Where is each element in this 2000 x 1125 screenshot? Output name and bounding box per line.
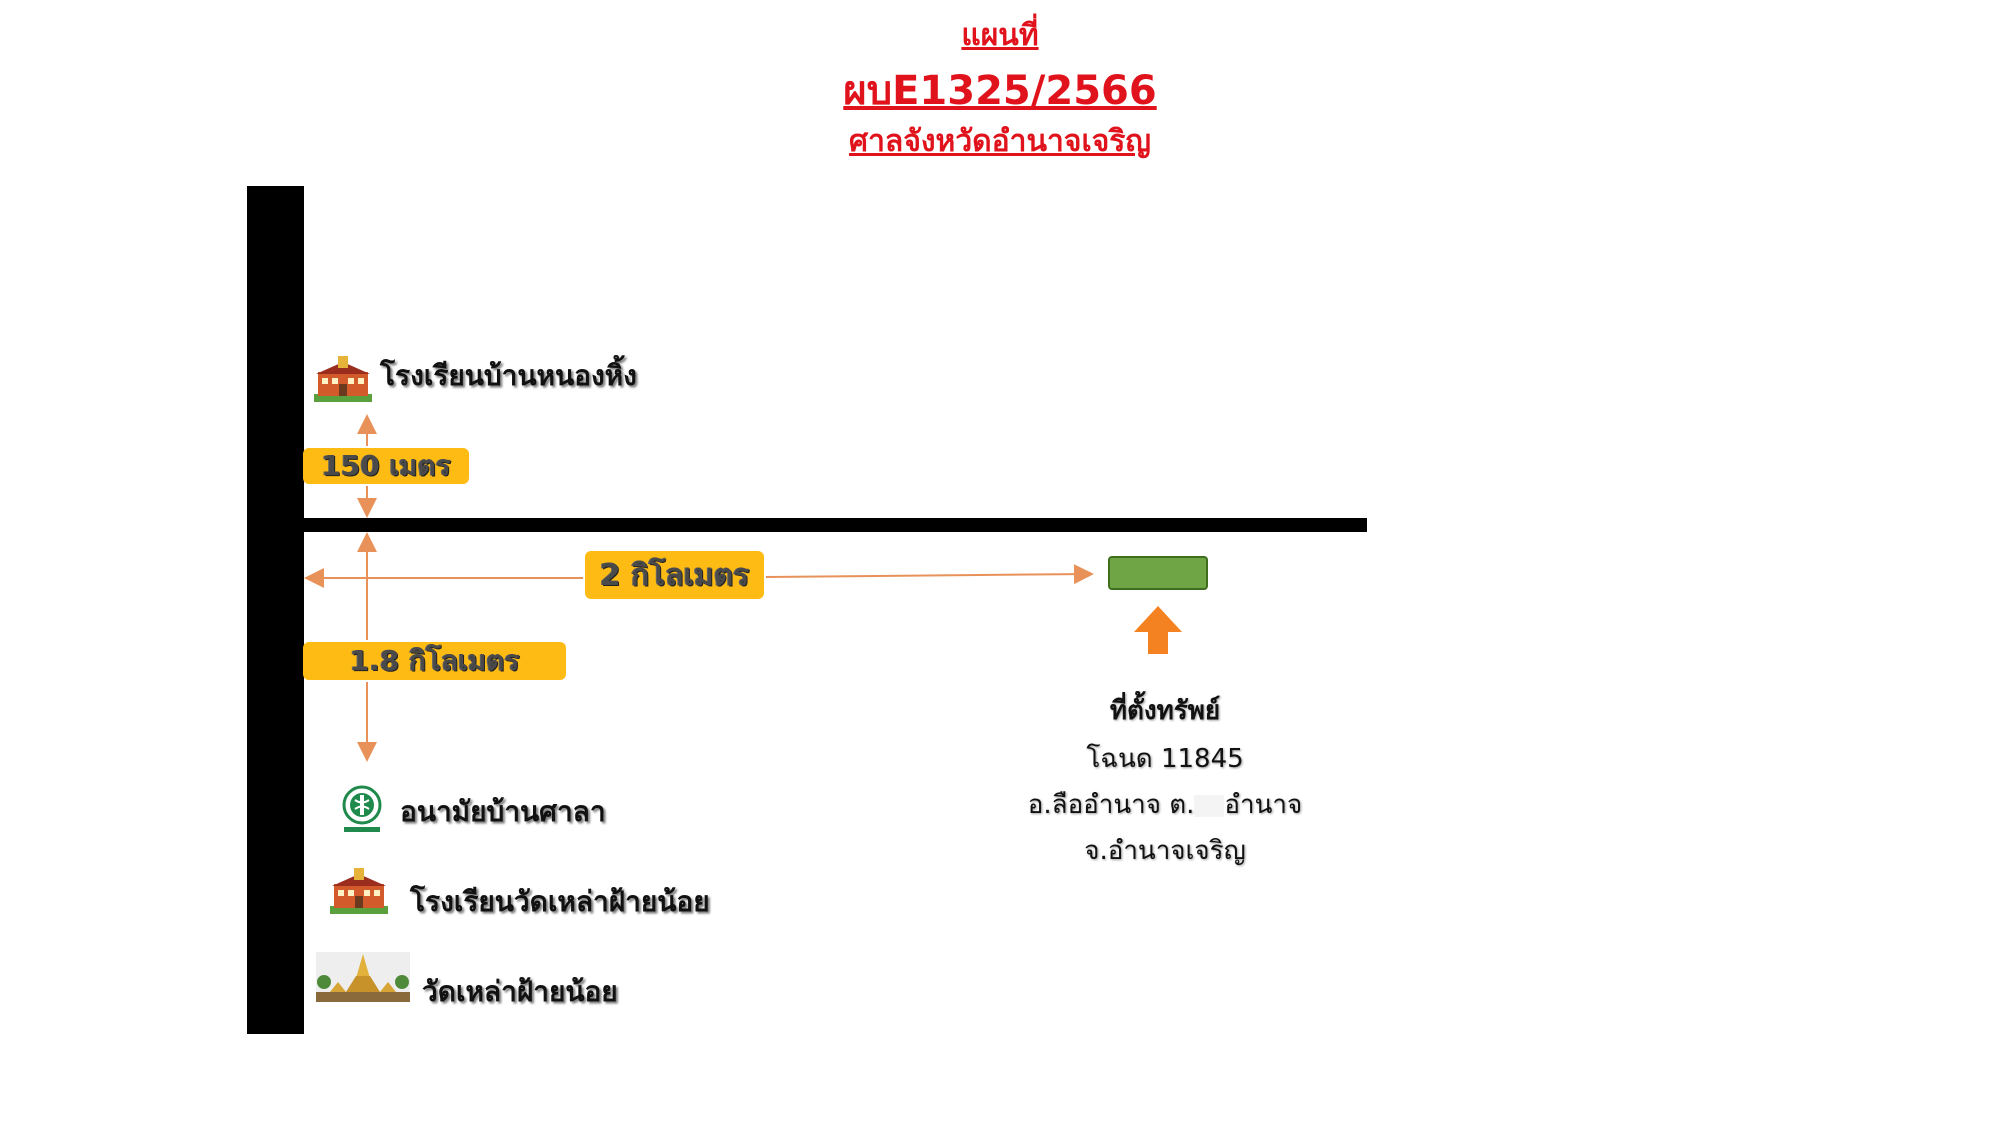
- health-dept-logo-icon: [342, 785, 382, 832]
- temple-pagoda-icon: [316, 952, 410, 1002]
- court-name: ศาลจังหวัดอำนาจเจริญ: [849, 124, 1151, 159]
- property-plot-marker: [1108, 556, 1208, 590]
- case-number: ผบE1325/2566: [843, 68, 1157, 114]
- school-building-icon: [314, 356, 372, 402]
- landmark-health-center: อนามัยบ้านศาลา: [400, 795, 606, 828]
- landmark-school-nonghin: โรงเรียนบ้านหนองหิ้ง: [380, 359, 637, 392]
- side-road-horizontal: [304, 518, 1367, 532]
- property-location-title: ที่ตั้งทรัพย์: [1109, 696, 1221, 726]
- arrow-2km-right: [765, 564, 1094, 585]
- property-province: จ.อำนาจเจริญ: [1084, 836, 1246, 866]
- property-district: อ.ลืออำนาจ ต. อำนาจ: [960, 784, 1370, 825]
- distance-label-1.8km: 1.8 กิโลเมตร: [303, 642, 566, 680]
- map-title: แผนที่: [961, 18, 1039, 53]
- distance-label-2km: 2 กิโลเมตร: [585, 551, 764, 599]
- up-arrow-icon: [1134, 606, 1182, 654]
- district-suffix: อำนาจ: [1224, 790, 1303, 820]
- redacted-mask: [1194, 794, 1225, 817]
- distance-label-150m: 150 เมตร: [303, 448, 469, 484]
- landmark-temple: วัดเหล่าฝ้ายน้อย: [422, 975, 618, 1008]
- school-building-icon: [330, 868, 388, 914]
- main-road-vertical: [247, 186, 304, 1034]
- property-deed: โฉนด 11845: [1086, 744, 1244, 774]
- district-prefix: อ.ลืออำนาจ ต.: [1027, 790, 1195, 820]
- landmark-school-wat: โรงเรียนวัดเหล่าฝ้ายน้อย: [410, 885, 710, 918]
